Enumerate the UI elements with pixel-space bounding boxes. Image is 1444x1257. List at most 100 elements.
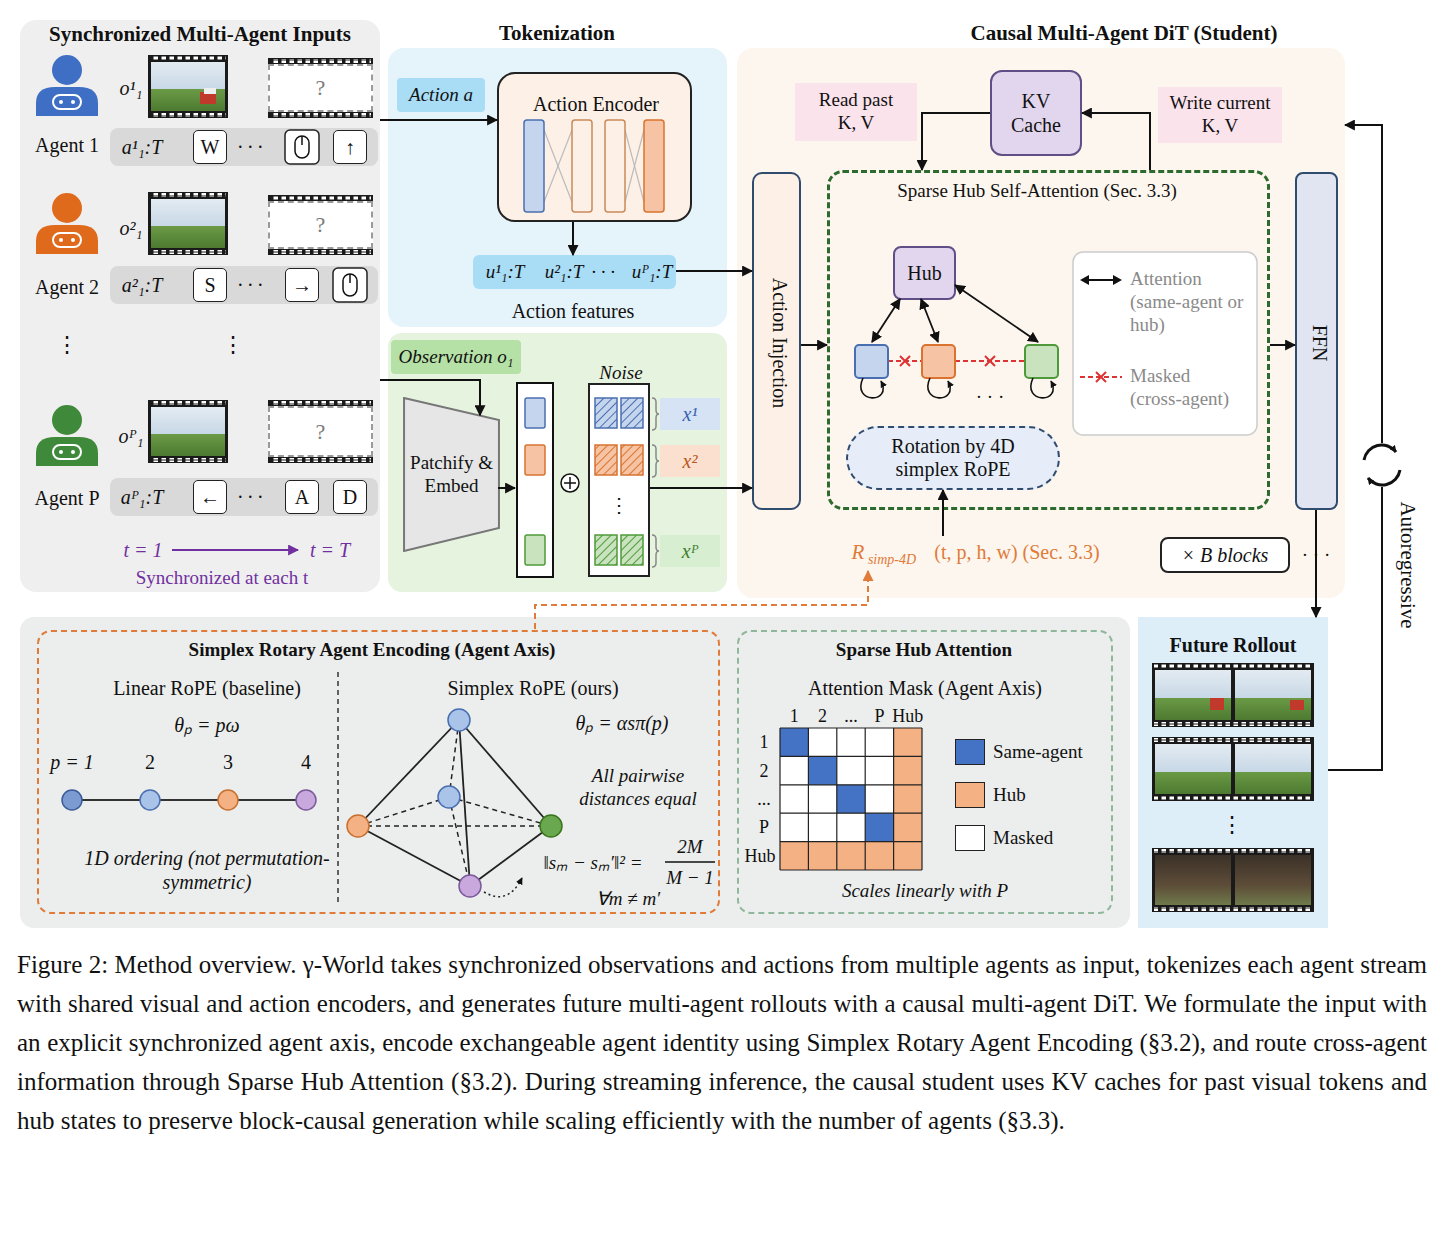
text-holder: FFN xyxy=(1307,325,1330,362)
label-holder: 2 xyxy=(145,751,155,774)
key-box: S xyxy=(193,268,227,302)
label-holder: Hub xyxy=(745,845,776,866)
text: ↑ xyxy=(345,136,355,159)
film-strip-edge xyxy=(268,112,373,118)
simplex-figure xyxy=(448,709,470,731)
text: Read past K, V xyxy=(809,89,903,135)
simplex-figure xyxy=(449,797,470,886)
caption: Figure 2: Method overview. γ-World takes… xyxy=(17,945,1427,1140)
simplex-figure xyxy=(470,826,551,886)
text-holder: Sparse Hub Attention xyxy=(836,639,1012,661)
film-frame xyxy=(150,458,226,462)
text: Patchify & Embed xyxy=(409,452,494,498)
label-holder: Attention Mask (Agent Axis) xyxy=(808,677,1042,700)
agent-icon xyxy=(36,87,98,116)
encoder-layers xyxy=(572,120,592,212)
text: u²₁:T xyxy=(545,261,584,282)
encoder-layers xyxy=(524,120,544,212)
text-holder: · · · xyxy=(591,261,615,283)
agent-icon xyxy=(59,450,63,454)
label: Linear RoPE (baseline) xyxy=(113,677,301,699)
legend-box xyxy=(1073,252,1257,435)
time-arrow xyxy=(172,550,298,551)
film-strip-edge xyxy=(270,59,371,63)
label: (t, p, h, w) (Sec. 3.3) xyxy=(934,541,1100,563)
kv-cache-box: KV Cache xyxy=(990,70,1082,156)
ffn-box: FFN xyxy=(1295,172,1338,510)
label-holder: 1 xyxy=(760,732,769,753)
action-sequence-bar: a¹₁:T· · ·W↑ xyxy=(110,128,378,166)
attention-mask-grid xyxy=(837,785,865,813)
token-column xyxy=(525,398,545,428)
legend-swatch xyxy=(955,825,985,851)
label-holder: P xyxy=(874,706,884,727)
rollout-frames xyxy=(1155,855,1231,905)
label: 2 xyxy=(145,751,155,773)
label-holder: All pairwise distances equal xyxy=(563,765,713,811)
text-holder: Synchronized Multi-Agent Inputs xyxy=(49,22,351,47)
text-holder: a²₁:T xyxy=(122,274,163,297)
film-frame xyxy=(148,400,228,463)
film-strip-edge xyxy=(270,401,371,405)
loop-icon xyxy=(1368,470,1400,485)
simplex-figure xyxy=(358,825,551,827)
label: 2M xyxy=(677,836,702,857)
panel-ground xyxy=(388,333,727,592)
key-box: D xyxy=(333,480,367,514)
text: x¹ xyxy=(683,403,698,426)
text: Observation o₁ xyxy=(399,346,514,368)
label-holder: P xyxy=(759,817,769,838)
text: · · · xyxy=(238,136,263,158)
label: ⋮ xyxy=(1221,812,1243,837)
label: ... xyxy=(844,706,858,726)
text: ? xyxy=(316,75,326,101)
label: 2 xyxy=(818,706,827,726)
attention-mask-grid xyxy=(780,728,808,756)
text: KV Cache xyxy=(1000,89,1072,137)
text: x² xyxy=(683,450,698,473)
rollout-frames xyxy=(1154,907,1312,911)
label-holder: Linear RoPE (baseline) xyxy=(113,677,301,700)
label-holder: oᴾ₁ xyxy=(119,425,144,448)
simplex-figure xyxy=(358,797,449,826)
film-strip-edge xyxy=(270,458,371,462)
simplex-figure xyxy=(358,720,459,826)
label-holder: p = 1 xyxy=(50,751,94,774)
rollout-frames xyxy=(1235,670,1311,720)
label-holder: (t, p, h, w) (Sec. 3.3) xyxy=(934,541,1100,564)
attention-mask-grid xyxy=(780,728,922,870)
noise-tag: x² xyxy=(660,445,720,477)
mouse-key xyxy=(285,130,319,164)
legend-item: Hub xyxy=(955,782,1026,808)
label: Scales linearly with P xyxy=(842,880,1008,901)
legend-sample xyxy=(1080,369,1122,385)
agent-icon xyxy=(53,233,81,247)
label-holder: ... xyxy=(844,706,858,727)
legend-sample xyxy=(1080,275,1089,285)
film-frame xyxy=(148,55,228,118)
label: Agent P xyxy=(35,487,100,509)
token-column xyxy=(525,445,545,475)
connector xyxy=(380,119,497,121)
noise-cells xyxy=(595,445,617,475)
text: Action Injection xyxy=(768,278,790,409)
label: All pairwise distances equal xyxy=(579,765,697,809)
agent-icon xyxy=(59,100,63,104)
label-holder: o¹₁ xyxy=(120,77,143,100)
film-strip-edge xyxy=(270,196,371,200)
linear-rope-figure xyxy=(337,672,339,905)
token-column xyxy=(525,535,545,565)
token-column xyxy=(561,474,579,492)
label: o¹₁ xyxy=(120,77,143,99)
rollout-frames xyxy=(1290,700,1304,710)
film-strip-edge xyxy=(268,457,373,463)
label-holder: Agent P xyxy=(35,487,100,510)
connector xyxy=(572,222,574,255)
simplex-figure xyxy=(540,815,562,837)
label-holder: Hub xyxy=(892,706,923,727)
mouse-key xyxy=(343,274,357,296)
legend-swatch xyxy=(955,782,985,808)
trapezoid-outline xyxy=(404,398,499,551)
attention-mask-grid xyxy=(865,813,893,841)
legend-text: Same-agent xyxy=(993,741,1083,762)
